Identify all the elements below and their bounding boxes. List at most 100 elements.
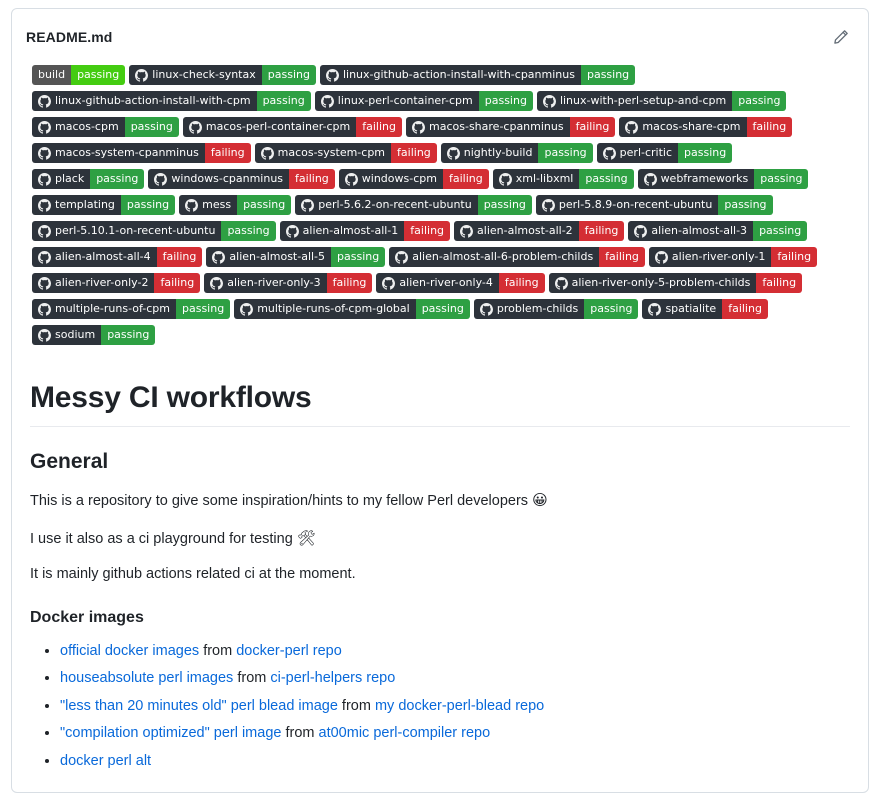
ci-badge-label-section: linux-with-perl-setup-and-cpm: [536, 91, 733, 111]
status-badge: passing: [678, 143, 733, 163]
github-mark-icon: [634, 224, 648, 238]
ci-badge[interactable]: alien-almost-all-2 failing: [454, 221, 625, 241]
ci-badge[interactable]: linux-github-action-install-with-cpanmin…: [319, 65, 636, 85]
docker-image-link[interactable]: "less than 20 minutes old" perl blead im…: [60, 697, 338, 714]
docker-image-link[interactable]: official docker images: [60, 643, 200, 659]
ci-badge-label: alien-almost-all-2: [477, 224, 573, 237]
github-mark-icon: [344, 172, 358, 186]
status-badge: failing: [391, 143, 437, 163]
ci-badge-label: alien-almost-all-1: [302, 224, 399, 237]
status-badge: failing: [289, 169, 335, 189]
ci-badge[interactable]: sodium passing: [32, 325, 156, 345]
ci-badge-label-section: linux-perl-container-cpm: [314, 91, 479, 111]
status-badge: failing: [156, 247, 203, 267]
ci-badge-label: perl-5.10.1-on-recent-ubuntu: [55, 224, 216, 237]
ci-badge-label: multiple-runs-of-cpm: [55, 302, 170, 315]
ci-badge-label-section: linux-github-action-install-with-cpm: [32, 91, 257, 111]
list-item: houseabsolute perl images from ci-perl-h…: [60, 667, 850, 689]
ci-badge-label-section: alien-almost-all-6-problem-childs: [389, 247, 600, 267]
ci-badge-label-section: perl-5.10.1-on-recent-ubuntu: [32, 221, 222, 241]
ci-badge-label: linux-github-action-install-with-cpanmin…: [342, 68, 575, 81]
ci-badge[interactable]: windows-cpanminus failing: [148, 169, 335, 189]
docker-image-link[interactable]: docker perl alt: [60, 752, 152, 769]
ci-badge-label-section: webframeworks: [637, 169, 755, 189]
status-badge: failing: [442, 169, 489, 189]
ci-badge[interactable]: alien-almost-all-4 failing: [32, 247, 203, 267]
github-mark-icon: [446, 146, 460, 160]
ci-badge-label-section: alien-almost-all-3: [628, 221, 754, 241]
docker-repo-link[interactable]: docker-perl repo: [236, 643, 342, 659]
ci-badge-label: macos-system-cpanminus: [55, 146, 199, 159]
status-badge: passing: [584, 299, 639, 319]
github-mark-icon: [654, 250, 668, 264]
ci-badge-label: mess: [202, 198, 232, 211]
status-badge: passing: [256, 91, 311, 111]
docker-images-list: official docker images from docker-perl …: [30, 640, 850, 772]
ci-badge-label-section: spatialite: [642, 299, 723, 319]
github-mark-icon: [210, 276, 224, 290]
heading-messy-ci-workflows: Messy CI workflows: [30, 379, 850, 427]
ci-badge-label: sodium: [55, 328, 96, 341]
docker-repo-link[interactable]: ci-perl-helpers repo: [270, 670, 396, 687]
docker-image-link[interactable]: houseabsolute perl images: [60, 670, 234, 687]
status-badge: failing: [599, 247, 645, 267]
status-badge: passing: [101, 325, 156, 345]
ci-badge-label-section: perl-critic: [596, 143, 679, 163]
github-mark-icon: [460, 224, 474, 238]
status-badge: failing: [578, 221, 625, 241]
ci-badge-label-section: alien-river-only-1: [648, 247, 772, 267]
github-mark-icon: [325, 68, 339, 82]
ci-badge-label: windows-cpanminus: [171, 172, 284, 185]
docker-repo-link[interactable]: my docker-perl-blead repo: [374, 697, 545, 714]
ci-badge-label: macos-share-cpm: [642, 120, 741, 133]
paragraph-intro: This is a repository to give some inspir…: [30, 489, 850, 513]
status-badge: failing: [356, 117, 403, 137]
docker-repo-link[interactable]: at00mic perl-compiler repo: [318, 725, 491, 742]
list-item-connector-text: from: [281, 725, 319, 742]
ci-badge-label-section: macos-share-cpm: [619, 117, 747, 137]
ci-badge-label: alien-almost-all-4: [55, 250, 151, 263]
list-item-connector-text: from: [337, 697, 375, 714]
docker-image-link[interactable]: "compilation optimized" perl image: [60, 725, 282, 742]
pencil-icon[interactable]: [828, 24, 854, 50]
github-mark-icon: [285, 224, 299, 238]
github-mark-icon: [38, 120, 51, 134]
status-badge: failing: [498, 273, 545, 293]
